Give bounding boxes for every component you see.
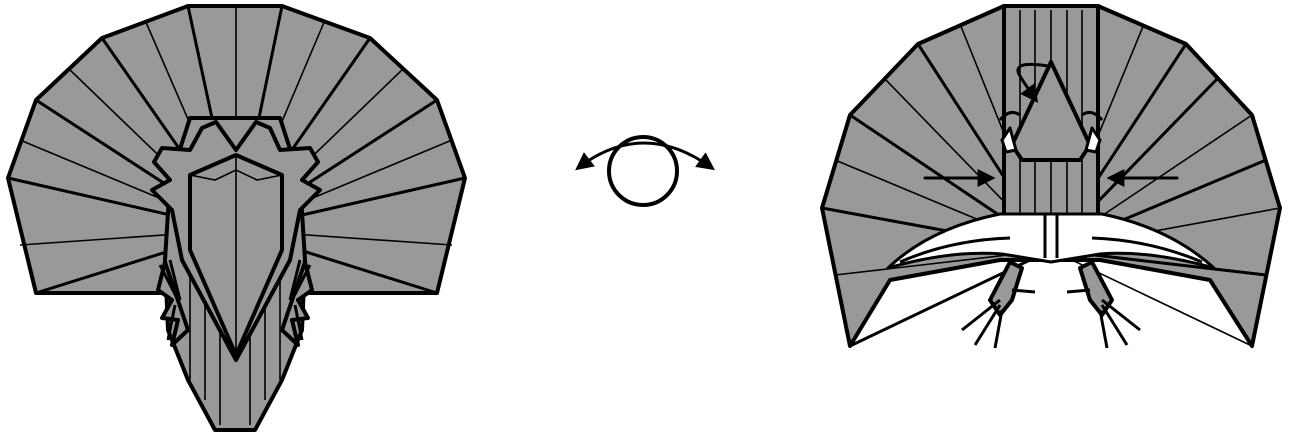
origami-turkey-back-view — [822, 6, 1280, 348]
origami-turkey-front-view — [8, 6, 465, 430]
turn-over-icon — [578, 137, 712, 205]
neck-column — [1000, 6, 1102, 215]
